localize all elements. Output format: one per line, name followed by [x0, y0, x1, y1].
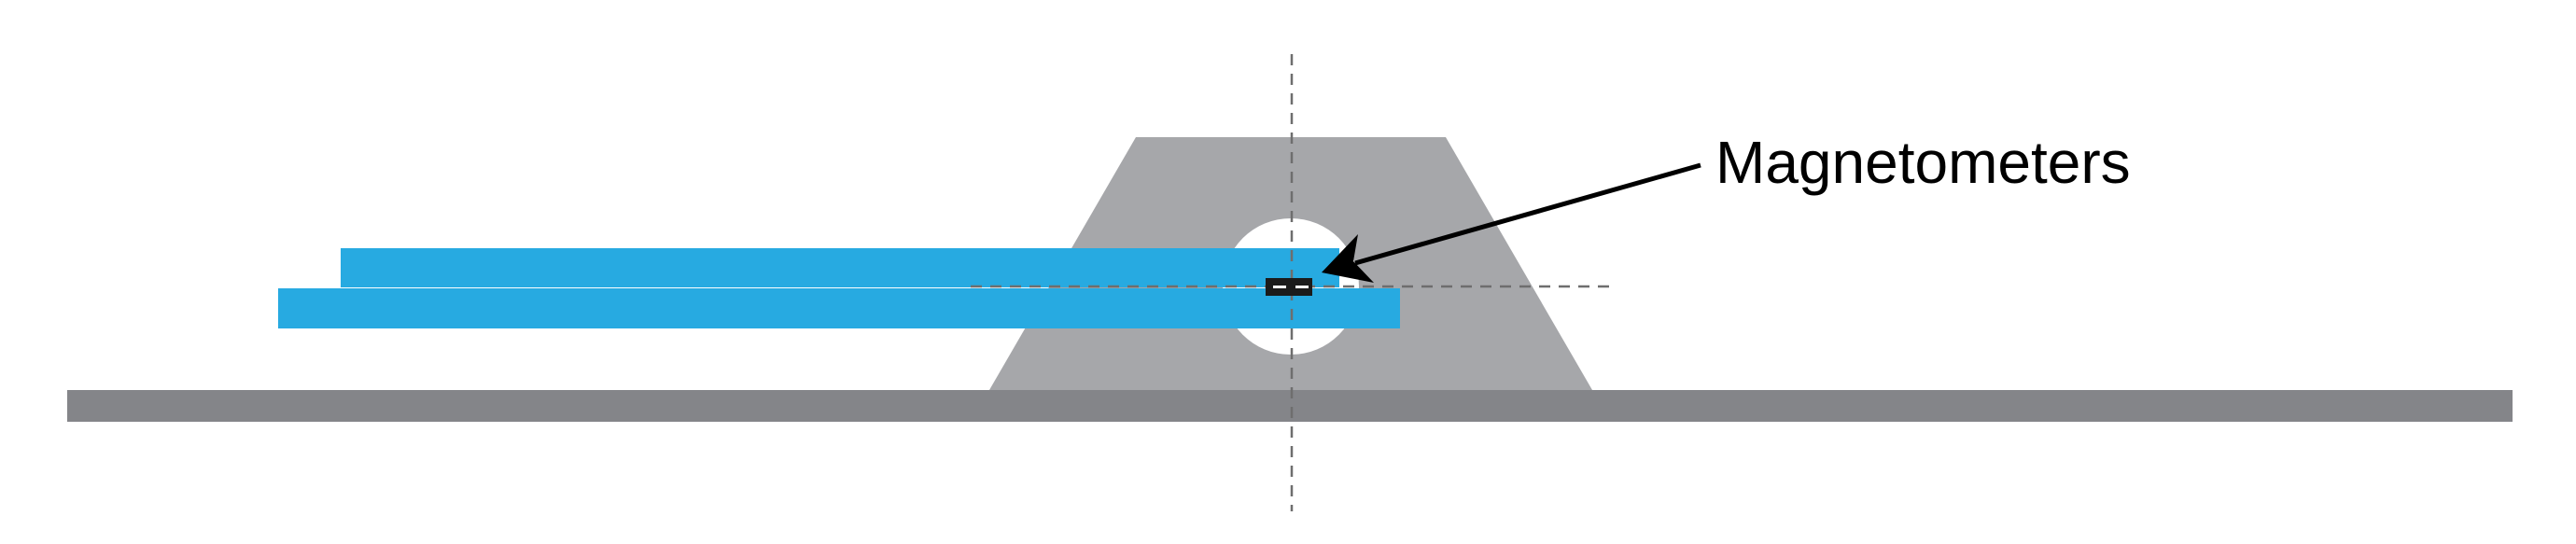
- lower-bar: [278, 288, 1400, 328]
- magnetometer-sensor: [1266, 278, 1312, 296]
- callout-arrow-line: [1354, 162, 1701, 266]
- magnetometer-sensors: [1266, 278, 1312, 296]
- sensor-mark-right: [1295, 286, 1309, 288]
- base-plate: [67, 390, 2513, 422]
- callout-arrow-head: [1322, 234, 1374, 283]
- sensor-mark-left: [1273, 286, 1286, 288]
- upper-bar: [341, 248, 1339, 287]
- magnetometers-label: Magnetometers: [1715, 129, 2131, 196]
